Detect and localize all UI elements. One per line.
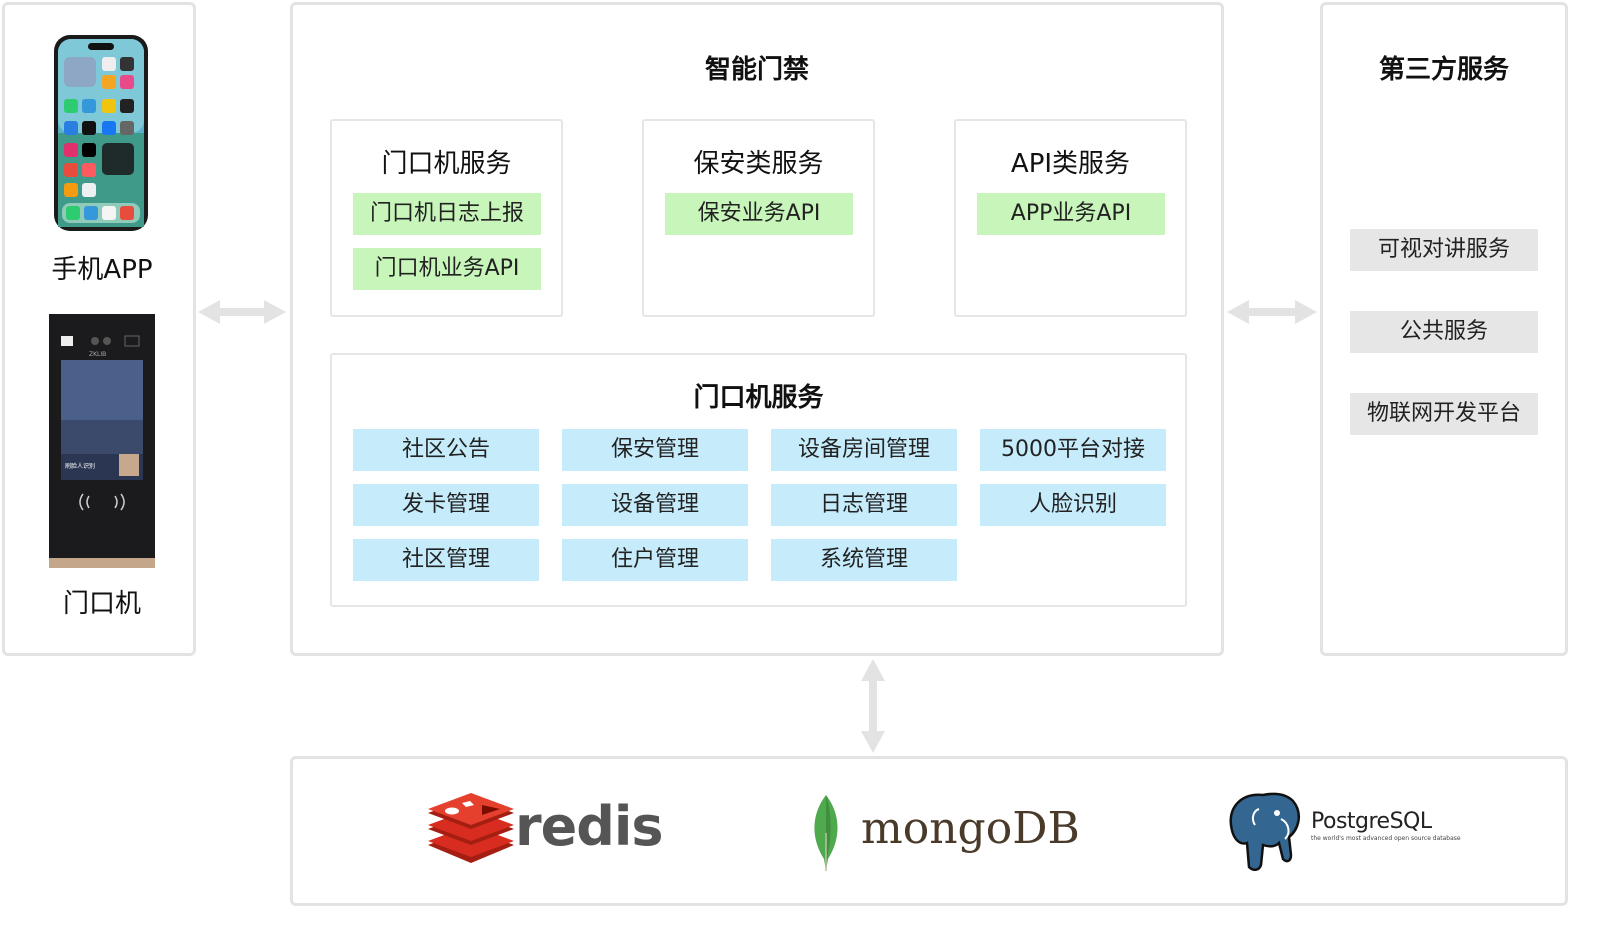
chip-video-intercom-service: 可视对讲服务 [1350,229,1538,271]
chip-door-log-report: 门口机日志上报 [353,193,541,235]
devices-panel: 手机APP ZKLIB 刷脸人识别 门口机 [2,2,196,656]
left-double-arrow-icon [198,300,286,324]
core-title: 门口机服务 [693,383,824,413]
vertical-double-arrow-icon [861,659,885,753]
chip-resident-management: 住户管理 [562,539,748,581]
third-party-panel: 第三方服务 可视对讲服务 公共服务 物联网开发平台 [1320,2,1568,656]
card-title: 门口机服务 [381,149,512,179]
chip-security-business-api: 保安业务API [665,193,853,235]
database-panel: redis mongoDB PostgreSQL the world's mos… [290,756,1568,906]
chip-security-management: 保安管理 [562,429,748,471]
card-core-service: 门口机服务 社区公告 保安管理 设备房间管理 5000平台对接 发卡管理 设备管… [330,353,1187,607]
chip-iot-platform: 物联网开发平台 [1350,393,1538,435]
main-title: 智能门禁 [704,55,809,85]
chip-door-business-api: 门口机业务API [353,248,541,290]
chip-device-room-management: 设备房间管理 [771,429,957,471]
right-double-arrow-icon [1227,300,1317,324]
mongodb-wordmark: mongoDB [861,803,1080,854]
svg-text:ZKLIB: ZKLIB [89,351,106,358]
mongodb-wordmark-db: DB [1012,803,1080,854]
card-api-service: API类服务 APP业务API [954,119,1187,317]
redis-logo [428,793,514,863]
third-party-title: 第三方服务 [1378,55,1509,85]
card-title: API类服务 [1010,149,1131,179]
svg-text:刷脸人识别: 刷脸人识别 [65,462,95,470]
postgresql-tagline: the world's most advanced open source da… [1311,835,1461,842]
chip-community-notice: 社区公告 [353,429,539,471]
intercom-label: 门口机 [62,589,141,619]
chip-log-management: 日志管理 [771,484,957,526]
phone-app-icon [54,35,148,231]
mongodb-wordmark-mongo: mongo [861,803,1013,854]
door-intercom-icon: ZKLIB 刷脸人识别 [49,314,155,568]
chip-public-service: 公共服务 [1350,311,1538,353]
chip-face-recognition: 人脸识别 [980,484,1166,526]
chip-device-management: 设备管理 [562,484,748,526]
postgresql-elephant-icon [1229,792,1301,871]
chip-platform-5000-integration: 5000平台对接 [980,429,1166,471]
chip-community-management: 社区管理 [353,539,539,581]
card-security-service: 保安类服务 保安业务API [642,119,875,317]
chip-system-management: 系统管理 [771,539,957,581]
chip-card-issuing-management: 发卡管理 [353,484,539,526]
phone-label: 手机APP [51,255,153,285]
card-door-service: 门口机服务 门口机日志上报 门口机业务API [330,119,563,317]
chip-app-business-api: APP业务API [977,193,1165,235]
main-panel: 智能门禁 门口机服务 门口机日志上报 门口机业务API 保安类服务 保安业务AP… [290,2,1224,656]
mongodb-leaf-icon [814,795,838,871]
card-title: 保安类服务 [693,149,824,179]
postgresql-wordmark: PostgreSQL [1311,809,1432,834]
redis-wordmark: redis [515,795,664,858]
